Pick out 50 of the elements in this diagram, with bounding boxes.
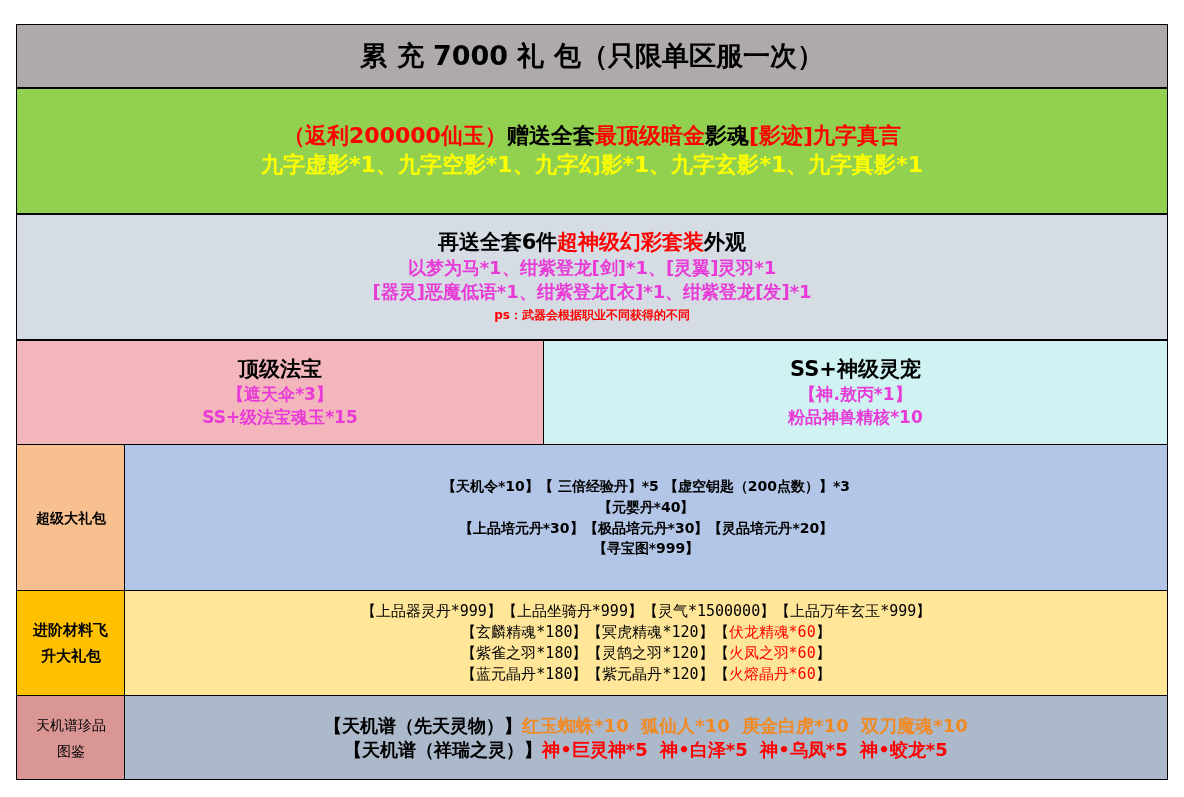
cell-text: 【上品器灵丹*999】【上品坐骑丹*999】【灵气*1500000】【上品万年玄玉*999】 bbox=[360, 602, 932, 621]
cell-text: 】 bbox=[815, 644, 831, 662]
cell-text: 九字虚影*1、九字空影*1、九字幻影*1、九字玄影*1、九字真影*1 bbox=[260, 152, 924, 177]
cell-text: 以梦为马*1、绀紫登龙[剑]*1、[灵翼]灵羽*1 bbox=[407, 257, 777, 279]
cell-text: 天机谱珍品图鉴 bbox=[35, 716, 106, 759]
cell-text: 顶级法宝 bbox=[238, 357, 322, 382]
cell-text: [器灵]恶魔低语*1、绀紫登龙[衣]*1、绀紫登龙[发]*1 bbox=[372, 281, 812, 303]
cell-text: 火凤之羽*60 bbox=[728, 644, 816, 662]
title-bar bbox=[16, 24, 1168, 88]
row-header-cell bbox=[16, 695, 125, 780]
cell-text: 伏龙精魂*60 bbox=[728, 623, 816, 642]
cell-text: 红玉蜘蛛*10 狐仙人*10 庚金白虎*10 双刀魔魂*10 bbox=[522, 714, 968, 736]
cell-text: [影迹]九字真言 bbox=[748, 123, 901, 149]
cell-text: 再送全套6件 bbox=[437, 230, 558, 255]
cell-text: 【紫雀之羽*180】【灵鹄之羽*120】【 bbox=[461, 644, 729, 662]
table-cell bbox=[124, 695, 1168, 780]
table-cell bbox=[16, 88, 1168, 214]
cell-text: 】 bbox=[815, 664, 831, 683]
row-header-cell bbox=[16, 590, 125, 696]
table-cell bbox=[124, 444, 1168, 591]
cell-text: 【蓝元晶丹*180】【紫元晶丹*120】【 bbox=[461, 664, 729, 683]
cell-text: 外观 bbox=[704, 230, 747, 255]
cell-text: 【遮天伞*3】 bbox=[227, 384, 333, 405]
cell-text: 神•巨灵神*5 神•白泽*5 神•乌凤*5 神•蛟龙*5 bbox=[542, 738, 948, 760]
cell-text: 【神.敖丙*1】 bbox=[799, 384, 912, 405]
cell-text: 【天机谱（先天灵物）】 bbox=[324, 714, 523, 736]
cell-text: 赠送全套 bbox=[506, 123, 595, 149]
cell-text: 【玄麟精魂*180】【冥虎精魂*120】【 bbox=[461, 623, 729, 642]
cell-text: 累 充 7000 礼 包（只限单区服一次） bbox=[360, 40, 824, 72]
cell-text: 【寻宝图*999】 bbox=[592, 540, 700, 557]
cell-text: 】 bbox=[815, 623, 831, 642]
cell-text: 最顶级暗金 bbox=[594, 123, 705, 149]
row-header-cell bbox=[16, 444, 125, 591]
table-cell bbox=[543, 340, 1168, 445]
cell-text: 粉品神兽精核*10 bbox=[788, 407, 923, 428]
cell-text: 进阶材料飞升大礼包 bbox=[33, 621, 108, 665]
cell-text: 超神级幻彩套装 bbox=[557, 230, 705, 255]
cell-text: 火熔晶丹*60 bbox=[728, 664, 816, 683]
cell-text: 【天机令*10】【 三倍经验丹】*5 【虚空钥匙（200点数）】*3 bbox=[442, 477, 850, 494]
cell-text: 超级大礼包 bbox=[35, 509, 106, 526]
cell-text: 【元婴丹*40】 bbox=[597, 498, 695, 515]
cell-text: ps：武器会根据职业不同获得的不同 bbox=[494, 308, 690, 323]
cell-text: SS+级法宝魂玉*15 bbox=[202, 407, 358, 428]
cell-text: 影魂 bbox=[704, 123, 749, 149]
cell-text: 【上品培元丹*30】【极品培元丹*30】【灵品培元丹*20】 bbox=[458, 519, 834, 536]
table-cell bbox=[124, 590, 1168, 696]
cell-text: （返利200000仙玉） bbox=[283, 123, 507, 149]
table-cell bbox=[16, 214, 1168, 340]
table-cell bbox=[16, 340, 544, 445]
cell-text: SS+神级灵宠 bbox=[790, 357, 921, 382]
